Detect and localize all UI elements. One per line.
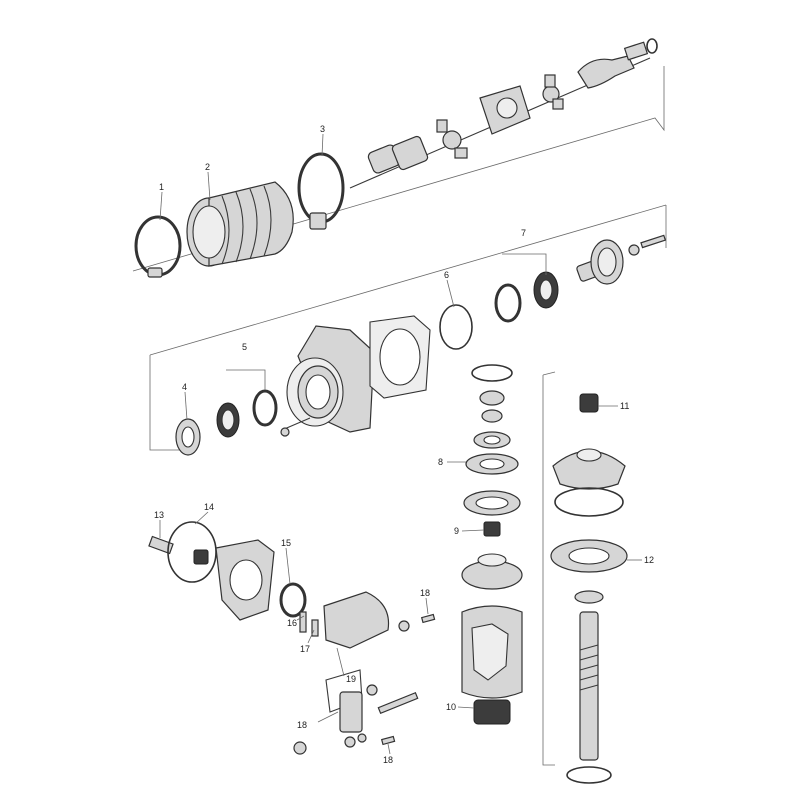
callout-5: 5 [242, 342, 247, 352]
pinion-gear-top [576, 234, 667, 285]
leader-lines [159, 133, 642, 755]
callout-16: 16 [287, 618, 297, 628]
callout-7: 7 [521, 228, 526, 238]
bellows-boot-2 [186, 181, 294, 267]
clamp-ring-3 [297, 152, 345, 230]
bearing-set-5 [216, 389, 278, 438]
callout-14: 14 [204, 502, 214, 512]
lower-left-assembly [148, 521, 436, 755]
callout-labels: 1 2 3 4 5 6 7 8 9 10 11 12 13 14 15 16 1… [154, 124, 654, 765]
callout-15: 15 [281, 538, 291, 548]
callout-13: 13 [154, 510, 164, 520]
clamp-ring-1 [134, 215, 182, 278]
callout-10: 10 [446, 702, 456, 712]
callout-18-bottom: 18 [383, 755, 393, 765]
callout-4: 4 [182, 382, 187, 392]
callout-18-top: 18 [420, 588, 430, 598]
flange-gasket [369, 315, 431, 399]
callout-17: 17 [300, 644, 310, 654]
callout-3: 3 [320, 124, 325, 134]
gear-housing [280, 325, 375, 437]
panel-frames [132, 66, 667, 766]
right-stack [550, 393, 628, 784]
callout-1: 1 [159, 182, 164, 192]
bearing-set-7 [494, 271, 559, 323]
callout-12: 12 [644, 555, 654, 565]
callout-11: 11 [620, 401, 629, 411]
seal-4 [175, 418, 201, 456]
callout-19: 19 [346, 674, 356, 684]
o-ring-6 [439, 304, 473, 350]
driveshaft-yokes [349, 38, 658, 189]
callout-9: 9 [454, 526, 459, 536]
callout-18-left: 18 [297, 720, 307, 730]
callout-2: 2 [205, 162, 210, 172]
callout-6: 6 [444, 270, 449, 280]
callout-8: 8 [438, 457, 443, 467]
center-stack [461, 364, 523, 725]
